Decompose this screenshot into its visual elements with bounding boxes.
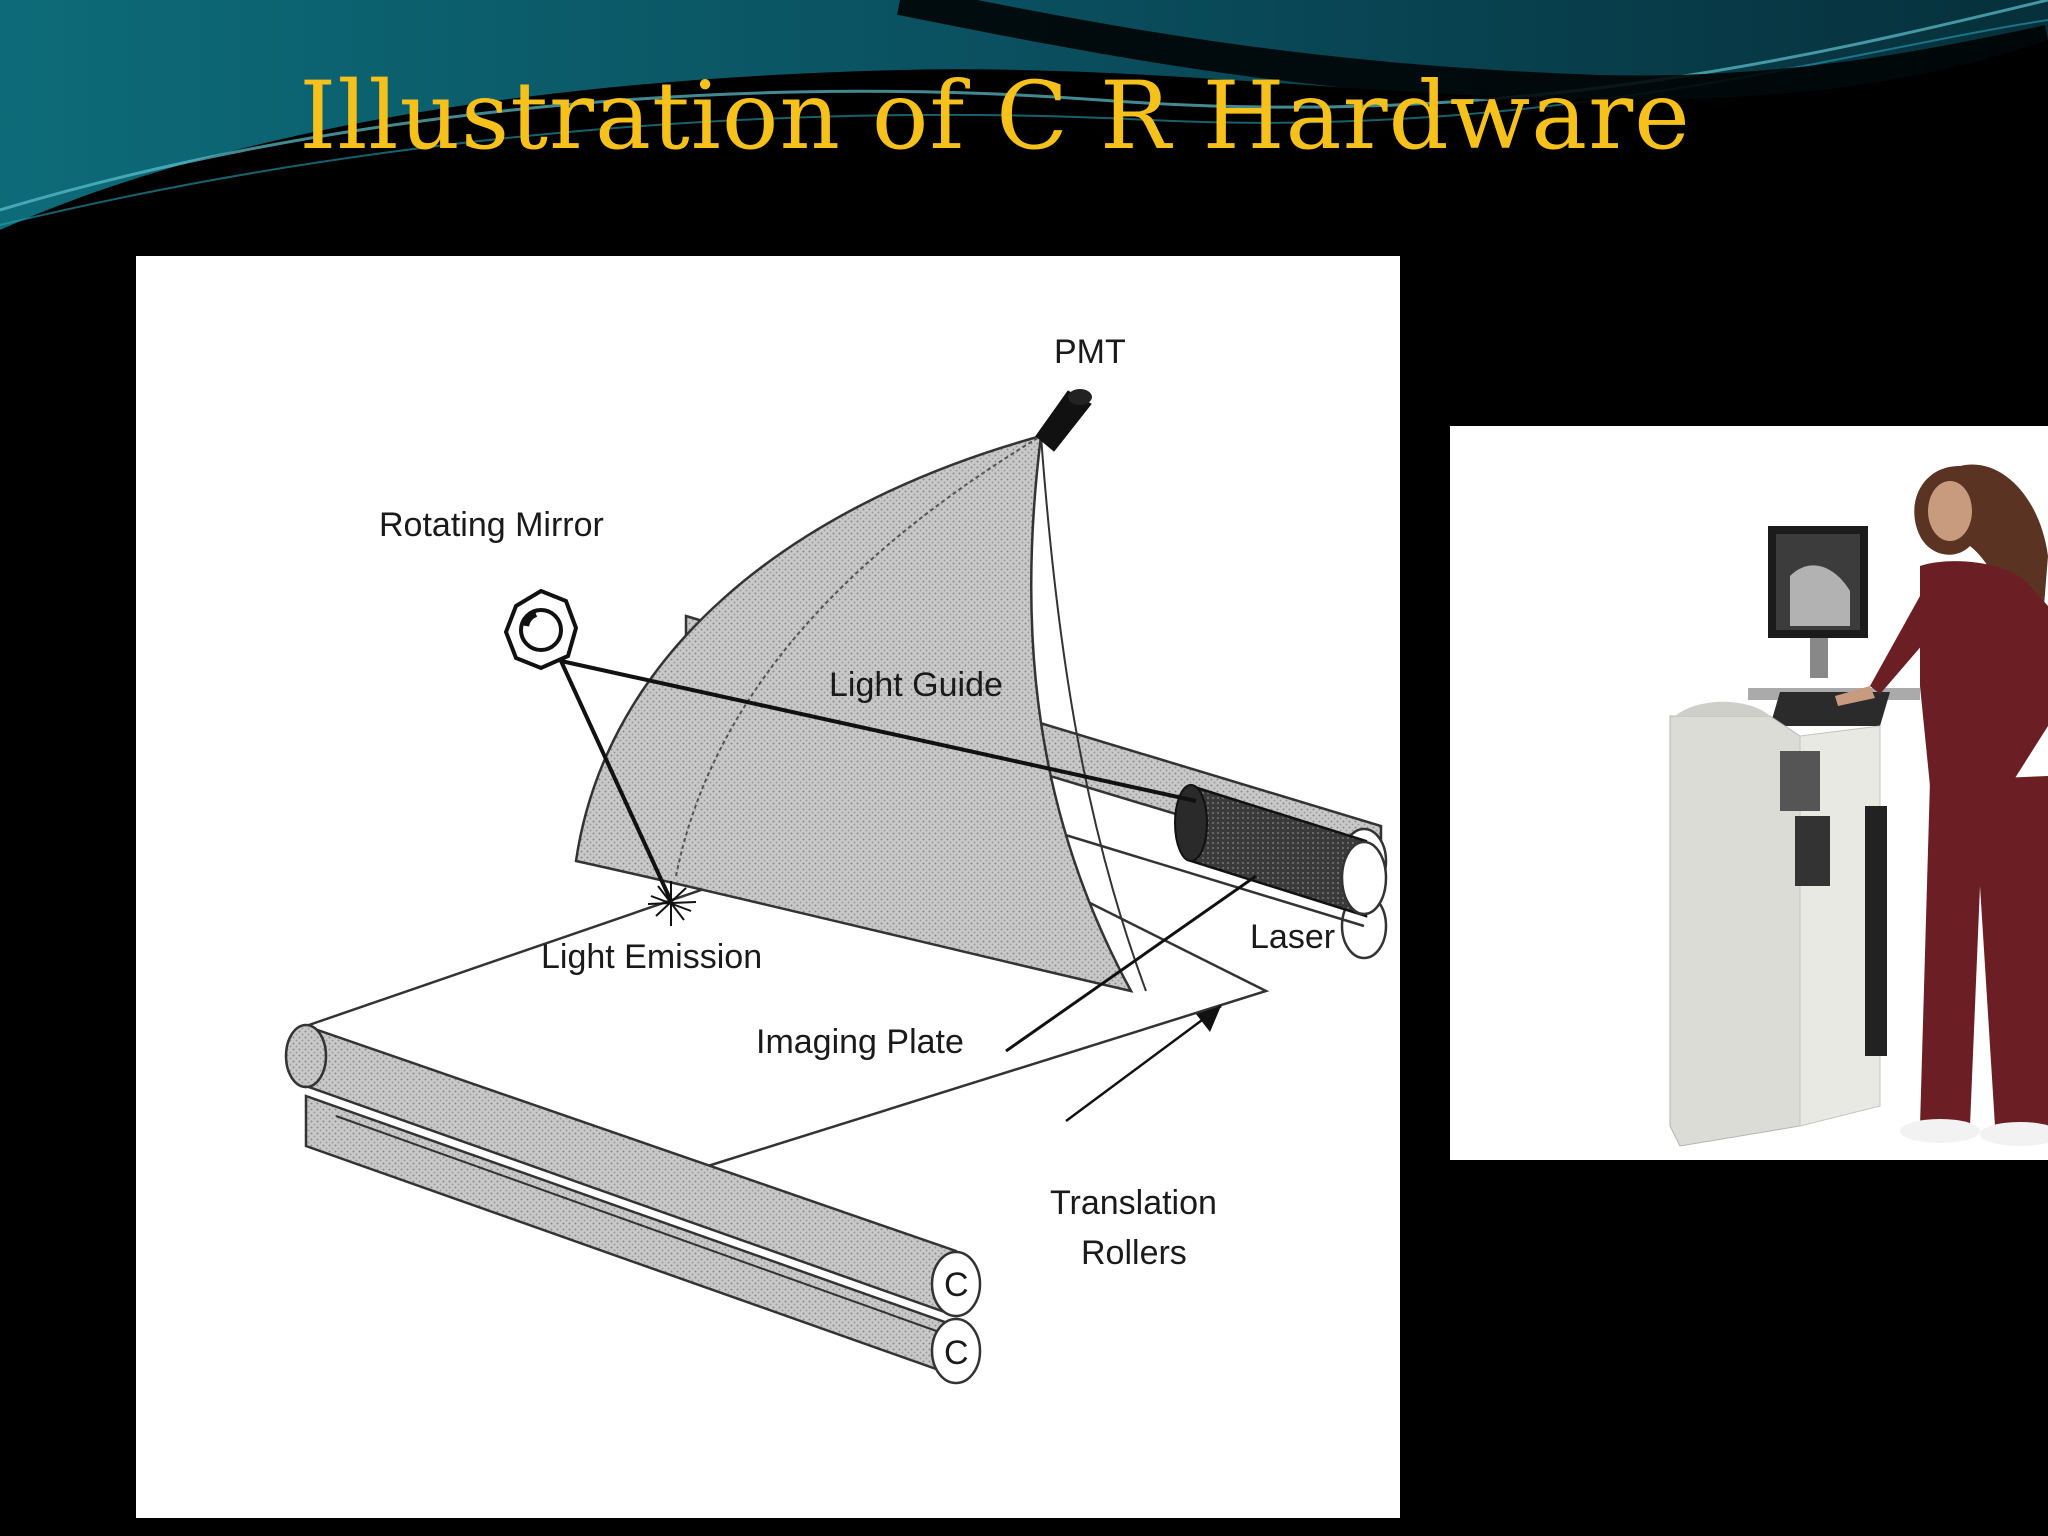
imaging-plate-label: Imaging Plate <box>756 1023 964 1061</box>
monitor <box>1768 526 1868 678</box>
light-emission-burst <box>647 881 697 926</box>
laser-beam-path <box>559 659 1257 1053</box>
rotating-mirror-label: Rotating Mirror <box>379 506 604 544</box>
translation-direction-arrow <box>1065 1004 1222 1123</box>
light-emission-label: Light Emission <box>541 938 762 976</box>
roller-mark-bottom: C <box>944 1334 969 1372</box>
light-guide-label: Light Guide <box>829 666 1003 704</box>
cr-reader-unit <box>1669 701 1887 1147</box>
light-guide <box>574 434 1147 993</box>
translation-label-line2: Rollers <box>1081 1234 1187 1272</box>
laser-label: Laser <box>1250 918 1335 956</box>
roller-mark-top: C <box>944 1266 969 1304</box>
slide-title: Illustration of C R Hardware <box>299 62 1691 171</box>
pmt-label: PMT <box>1054 333 1126 371</box>
operator-person <box>1835 464 2048 1146</box>
cr-workstation-photo <box>1450 426 2048 1160</box>
cr-reader-diagram: C C PMT Rotating Mirror Light Guide Lase… <box>136 256 1400 1518</box>
translation-label-line1: Translation <box>1050 1184 1217 1222</box>
header-wave-banner <box>0 0 2048 230</box>
pmt-tube <box>1035 389 1092 452</box>
laser-module <box>1174 784 1388 918</box>
rotating-mirror <box>503 588 579 671</box>
translation-rollers: C C <box>284 1023 982 1385</box>
